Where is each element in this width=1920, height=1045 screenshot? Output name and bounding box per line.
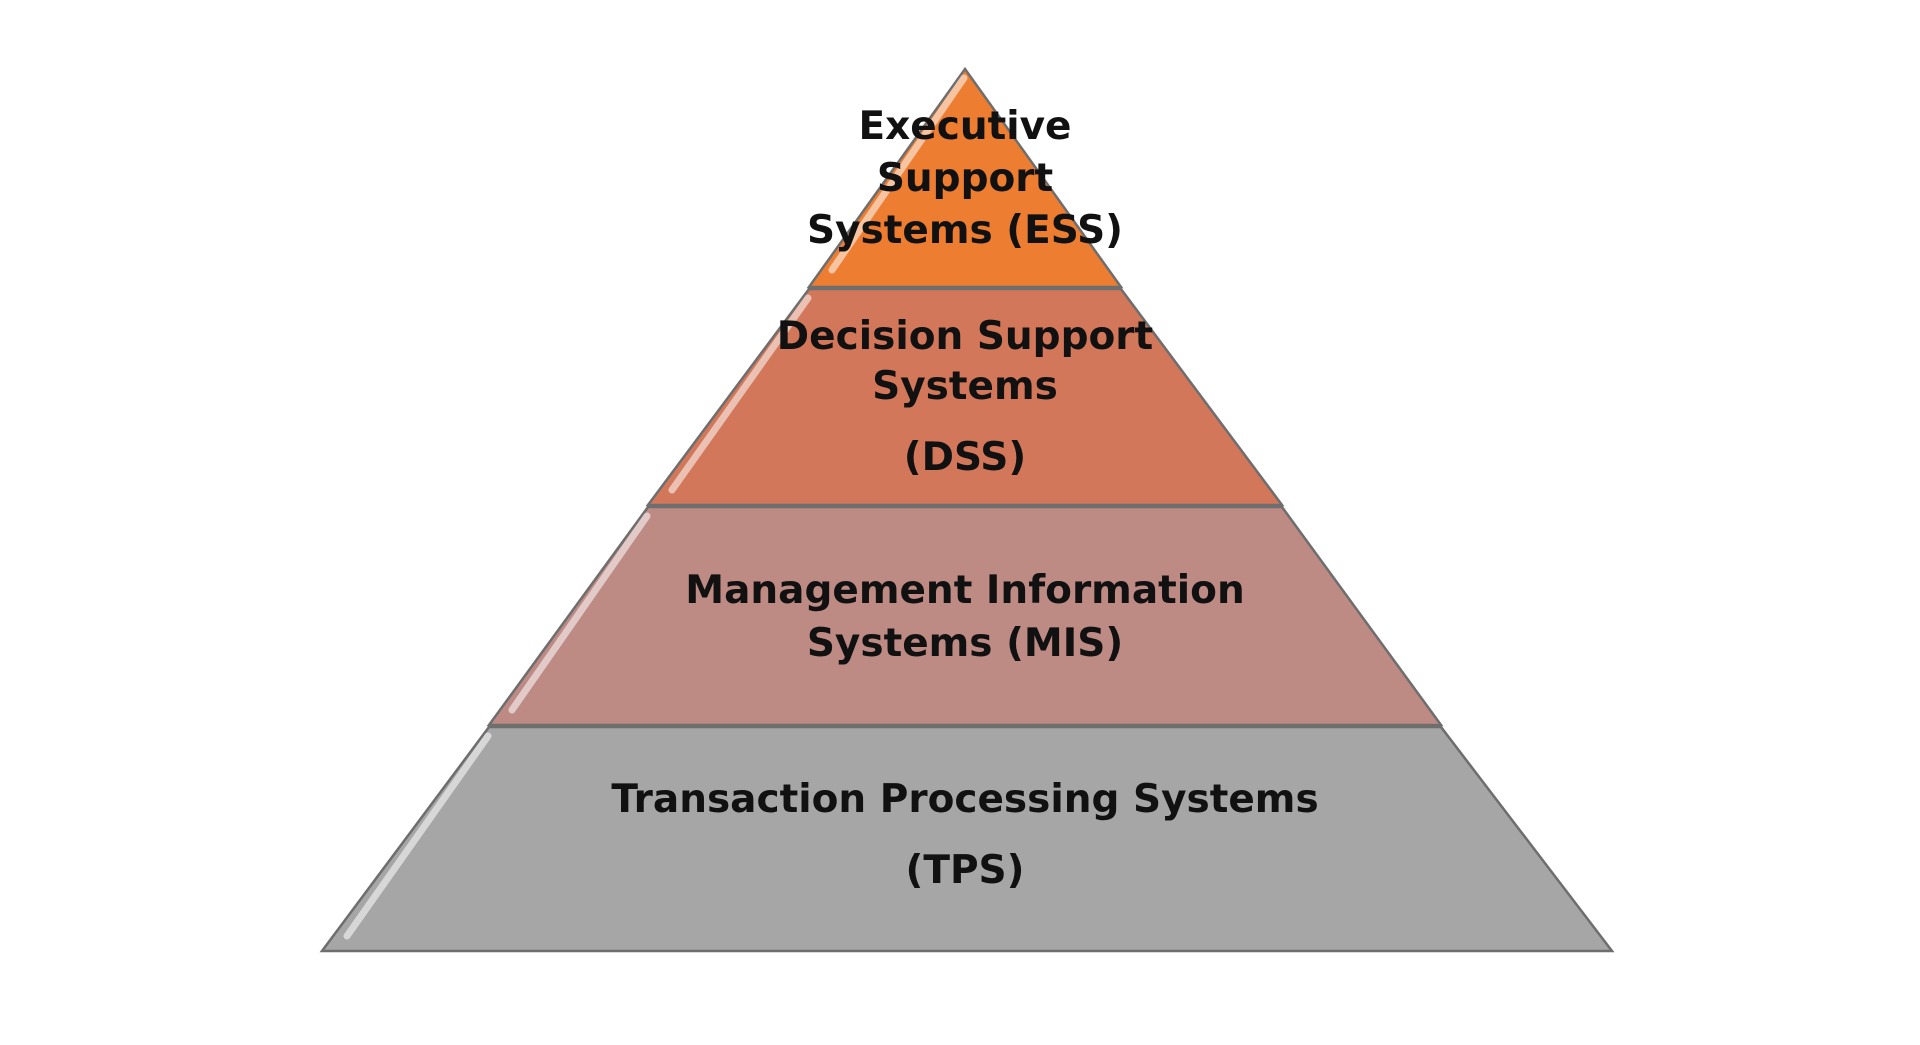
ess-label-line-2: Support [877, 156, 1053, 201]
tps-label-line-2: (TPS) [906, 848, 1025, 893]
pyramid-level-dss: Decision Support Systems (DSS) [645, 287, 1285, 507]
dss-label-line-3: (DSS) [904, 435, 1026, 480]
mis-label-line-1: Management Information [685, 568, 1244, 613]
dss-label-line-2: Systems [872, 364, 1058, 409]
pyramid-level-ess: Executive Support Systems (ESS) [806, 66, 1124, 289]
dss-label-line-1: Decision Support [777, 314, 1153, 359]
tps-label-line-1: Transaction Processing Systems [611, 777, 1318, 822]
pyramid-level-ess-highlight [828, 74, 968, 274]
ess-label-line-3: Systems (ESS) [807, 208, 1123, 253]
pyramid-level-tps: Transaction Processing Systems (TPS) [319, 725, 1615, 953]
pyramid-level-mis-highlight [508, 512, 651, 714]
mis-label-line-2: Systems (MIS) [807, 621, 1123, 666]
pyramid-level-tps-highlight [343, 732, 492, 940]
pyramid-level-dss-highlight [668, 294, 812, 494]
pyramid-level-ess-shape [806, 66, 1124, 289]
pyramid-level-mis: Management Information Systems (MIS) [486, 505, 1444, 727]
pyramid-level-tps-shape [319, 725, 1615, 953]
ess-label-line-1: Executive [858, 104, 1071, 149]
pyramid-level-mis-shape [486, 505, 1444, 727]
pyramid-level-dss-shape [645, 287, 1285, 507]
